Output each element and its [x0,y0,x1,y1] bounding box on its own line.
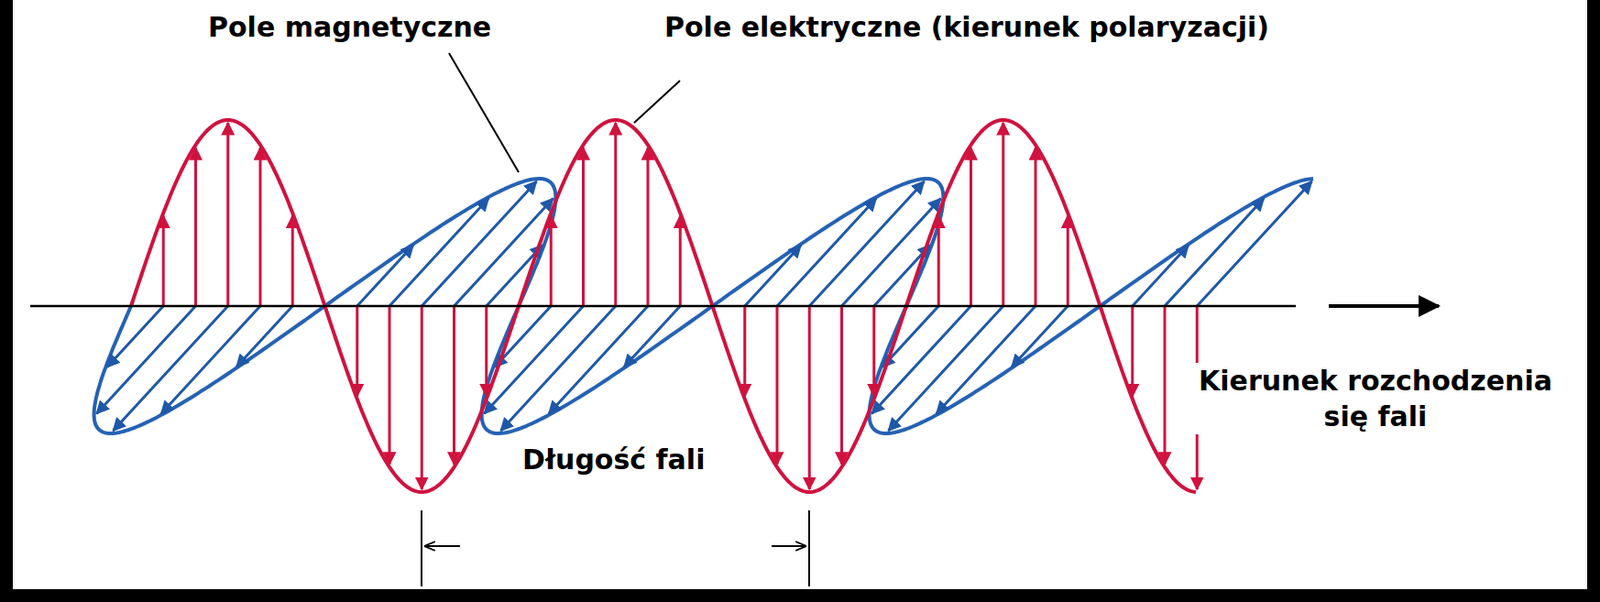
propagation-axis [30,305,1296,308]
electric-vector [646,147,650,307]
magnetic-vector [624,306,680,368]
electric-vector [776,306,779,465]
electric-vector [581,147,585,307]
electric-vector [679,216,682,307]
electric-vector [259,147,263,307]
wavelength-tick [808,510,811,587]
electric-vector [613,122,617,307]
magnetic-vector [887,306,1003,431]
magnetic-vector [745,244,801,307]
magnetic-vector [1132,244,1189,307]
electric-vector [808,306,811,490]
magnetic-vector [389,198,489,307]
field-label: Pole magnetyczne [204,9,495,45]
electric-vector [420,306,424,490]
leader-line [634,80,680,123]
wavelength-label: Długość fali [518,441,709,478]
field-label: Pole elektryczne (kierunek polaryzacji) [660,9,1273,45]
magnetic-vector [1164,198,1264,307]
electric-vector [549,216,553,307]
leader-line [449,53,519,173]
electric-vector [452,306,456,465]
magnetic-vector [882,306,939,368]
magnetic-vector [112,306,228,431]
magnetic-vector [494,306,551,368]
electric-vector [484,306,488,397]
magnetic-vector [809,181,924,307]
electric-vector [291,216,295,307]
electric-vector [1066,216,1070,307]
electric-vector [1163,306,1167,465]
electric-vector [1130,306,1134,397]
wavelength-arrow [425,545,461,548]
frame-bottom [0,589,1600,602]
magnetic-vector [357,244,414,307]
electric-vector [743,306,746,397]
magnetic-vector [874,244,931,307]
direction-arrowhead [1418,295,1441,318]
electric-vector [388,306,392,465]
frame-left [0,0,13,602]
electric-vector [1001,122,1005,307]
wavelength-arrow [771,545,806,548]
electric-vector [162,216,165,307]
wavelength-tick [420,510,423,587]
magnetic-vector [1011,306,1068,368]
magnetic-vector [936,306,1036,414]
magnetic-vector [486,244,543,307]
electric-vector [355,306,359,397]
magnetic-vector [500,306,615,431]
magnetic-vector [107,306,164,368]
magnetic-vector [236,306,293,368]
magnetic-vector [777,198,877,307]
electric-vector [969,147,973,307]
magnetic-vector [96,306,196,414]
magnetic-vector [548,306,648,414]
electric-vector [872,306,876,397]
direction-label: Kierunek rozchodzenia się fali [1174,362,1577,435]
electric-vector [226,122,230,307]
magnetic-vector [161,306,261,414]
magnetic-vector [421,181,537,307]
electric-vector [840,306,844,465]
electric-vector [194,147,198,307]
electric-vector [1034,147,1038,307]
electric-vector [937,216,941,307]
frame-right [1587,0,1600,602]
magnetic-vector [1196,181,1312,307]
